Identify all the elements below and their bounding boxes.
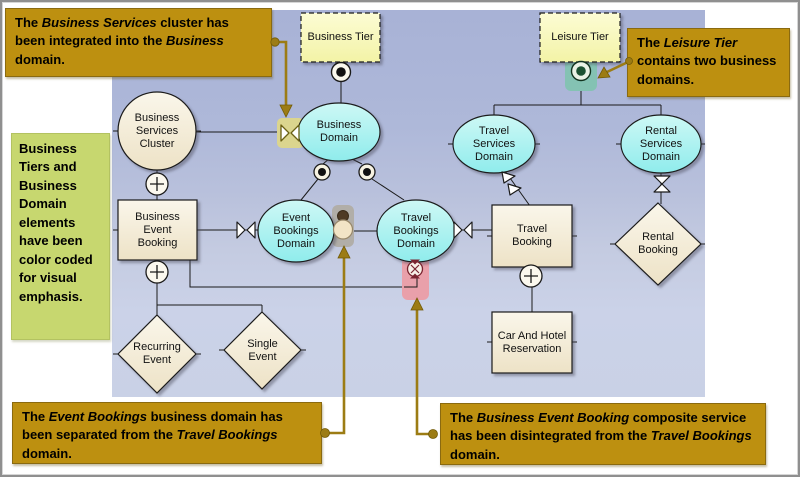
callout-text-emphasis: Travel Bookings xyxy=(650,428,752,444)
relationship-symbols xyxy=(145,60,671,288)
travel-bookings-domain-label: Travel Bookings Domain xyxy=(393,211,439,250)
leisure-tier-label: Leisure Tier xyxy=(551,31,609,43)
recurring-event-label: Recurring Event xyxy=(133,341,181,366)
provided-interface-icon xyxy=(313,163,331,181)
callout-leisure-tier: The Leisure Tier contains two business d… xyxy=(627,28,790,97)
composition-plus-icon xyxy=(145,260,169,284)
callout-text: domain. xyxy=(450,446,500,462)
recurring-event-shape xyxy=(117,314,197,394)
business-domain-label: Business Domain xyxy=(316,119,362,144)
callout-color-coding: Business Tiers and Business Domain eleme… xyxy=(11,133,110,340)
rental-services-domain-shape xyxy=(620,114,702,174)
composition-plus-icon xyxy=(145,172,169,196)
callout-text-emphasis: Leisure Tier xyxy=(663,35,738,50)
callout-business-event-booking: The Business Event Booking composite ser… xyxy=(440,403,766,465)
travel-services-domain-label: Travel Services Domain xyxy=(472,124,516,163)
callout-text-emphasis: Event Bookings xyxy=(48,409,147,424)
callout-text: cluster has been integrated into the xyxy=(15,15,229,49)
callout-text-emphasis: Business xyxy=(165,33,224,49)
decomposition-hourglass-icon xyxy=(653,175,671,193)
callout-text: The xyxy=(15,15,42,30)
business-tier-label: Business Tier xyxy=(307,31,374,43)
rental-services-domain-label: Rental Services Domain xyxy=(639,124,683,163)
integration-bowtie-icon xyxy=(280,124,300,142)
car-and-hotel-reservation-label: Car And Hotel Reservation xyxy=(497,329,567,355)
callout-text-emphasis: Business Services xyxy=(41,15,157,30)
business-services-cluster-shape xyxy=(117,91,197,171)
consumes-zigzag-icon xyxy=(501,171,522,196)
travel-services-domain-shape xyxy=(452,114,536,174)
callout-text: Business Tiers and Business Domain eleme… xyxy=(19,141,93,304)
event-bookings-domain-label: Event Bookings Domain xyxy=(273,211,319,250)
business-event-booking-shape xyxy=(117,199,198,261)
callout-text: The xyxy=(22,409,49,424)
callout-text: composite service has been disintegrated… xyxy=(450,410,747,444)
leisure-tier-shape xyxy=(539,12,621,63)
separation-person-icon xyxy=(332,210,354,240)
callout-text: domain. xyxy=(22,445,72,461)
provided-interface-icon xyxy=(330,61,352,83)
disintegration-icon xyxy=(406,259,424,279)
car-and-hotel-reservation-shape xyxy=(491,311,573,374)
callout-event-bookings: The Event Bookings business domain has b… xyxy=(12,402,322,464)
callout-text-emphasis: Business Event Booking xyxy=(476,410,630,425)
callout-text: business domain has been separated from … xyxy=(22,409,283,443)
single-event-label: Single Event xyxy=(247,337,278,363)
callout-business-services: The Business Services cluster has been i… xyxy=(5,8,272,77)
callout-text: The xyxy=(637,35,664,50)
business-services-cluster-label: Business Services Cluster xyxy=(134,111,180,150)
composition-plus-icon xyxy=(519,264,543,288)
callout-text: The xyxy=(450,410,477,425)
business-tier-shape xyxy=(300,12,381,63)
integration-bowtie-icon xyxy=(236,221,256,239)
rental-booking-shape xyxy=(614,202,702,286)
travel-booking-shape xyxy=(491,204,573,268)
business-event-booking-label: Business Event Booking xyxy=(135,210,180,249)
callout-text-emphasis: Travel Bookings xyxy=(176,427,278,443)
single-event-shape xyxy=(223,311,302,390)
node-shapes xyxy=(117,12,702,394)
callout-text: contains two business domains. xyxy=(637,53,777,87)
travel-booking-label: Travel Booking xyxy=(512,223,552,248)
provided-interface-icon xyxy=(358,163,376,181)
provided-interface-icon xyxy=(570,60,592,82)
integration-bowtie-icon xyxy=(453,221,473,239)
rental-booking-label: Rental Booking xyxy=(638,231,678,256)
callout-text: domain. xyxy=(15,51,65,67)
